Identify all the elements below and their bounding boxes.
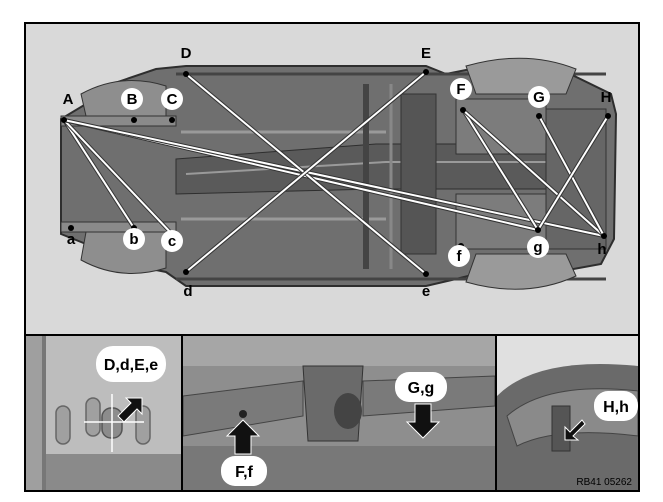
measurement-line-A-b bbox=[63, 119, 135, 229]
measurement-line-A-h bbox=[63, 119, 605, 237]
measurement-line-F-g bbox=[462, 109, 539, 231]
measurement-lines bbox=[62, 70, 610, 276]
point-label-B: B bbox=[127, 91, 138, 108]
point-label-bubble-F bbox=[450, 78, 472, 100]
detail-mid-label-f: F,f bbox=[235, 464, 253, 481]
point-label-bubble-G bbox=[528, 86, 550, 108]
point-label-g: g bbox=[533, 239, 542, 256]
point-label-b: b bbox=[129, 231, 138, 248]
measurement-line-A-c bbox=[63, 119, 173, 235]
point-marker-A bbox=[61, 117, 67, 123]
point-marker-G bbox=[536, 113, 542, 119]
point-label-e: e bbox=[422, 283, 430, 300]
reference-code: RB41 05262 bbox=[576, 477, 632, 488]
point-marker-a bbox=[68, 225, 74, 231]
point-label-c: c bbox=[168, 233, 176, 250]
point-marker-F bbox=[460, 107, 466, 113]
underbody-main-view: A B C D E F G Ha b c d e f g h bbox=[26, 24, 638, 334]
point-label-bubble-g bbox=[527, 236, 549, 258]
point-marker-e bbox=[423, 271, 429, 277]
point-marker-H bbox=[605, 113, 611, 119]
point-label-f: f bbox=[457, 248, 463, 265]
point-label-bubble-c bbox=[161, 230, 183, 252]
point-label-bubble-B bbox=[121, 88, 143, 110]
point-label-G: G bbox=[533, 89, 545, 106]
point-marker-E bbox=[423, 69, 429, 75]
measurement-line-H-g bbox=[537, 115, 609, 231]
point-label-a: a bbox=[67, 231, 76, 248]
point-label-bubble-C bbox=[161, 88, 183, 110]
point-label-H: H bbox=[601, 89, 612, 106]
point-marker-D bbox=[183, 71, 189, 77]
measurement-line-F-h bbox=[462, 109, 605, 237]
detail-view-f-g: F,f G,g bbox=[183, 336, 495, 490]
panel-divider bbox=[26, 334, 638, 336]
detail-separator bbox=[495, 336, 497, 490]
point-label-A: A bbox=[63, 91, 74, 108]
point-marker-B bbox=[131, 117, 137, 123]
detail-mid-label-g: G,g bbox=[408, 380, 435, 397]
point-label-D: D bbox=[181, 45, 192, 62]
detail-left-label: D,d,E,e bbox=[104, 357, 158, 374]
point-marker-h bbox=[601, 233, 607, 239]
point-marker-d bbox=[183, 269, 189, 275]
detail-view-h: H,h bbox=[497, 336, 638, 490]
point-label-E: E bbox=[421, 45, 431, 62]
point-label-h: h bbox=[597, 241, 606, 258]
detail-right-label: H,h bbox=[603, 399, 629, 416]
detail-separator bbox=[181, 336, 183, 490]
measurement-points: A B C D E F G Ha b c d e f g h bbox=[61, 45, 611, 300]
point-label-F: F bbox=[456, 81, 465, 98]
detail-view-d-e: D,d,E,e bbox=[26, 336, 181, 490]
point-label-bubble-f bbox=[448, 245, 470, 267]
point-marker-C bbox=[169, 117, 175, 123]
point-marker-g bbox=[535, 227, 541, 233]
point-label-bubble-b bbox=[123, 228, 145, 250]
point-label-C: C bbox=[167, 91, 178, 108]
measurement-line-d-E bbox=[185, 71, 427, 273]
point-label-d: d bbox=[183, 283, 192, 300]
